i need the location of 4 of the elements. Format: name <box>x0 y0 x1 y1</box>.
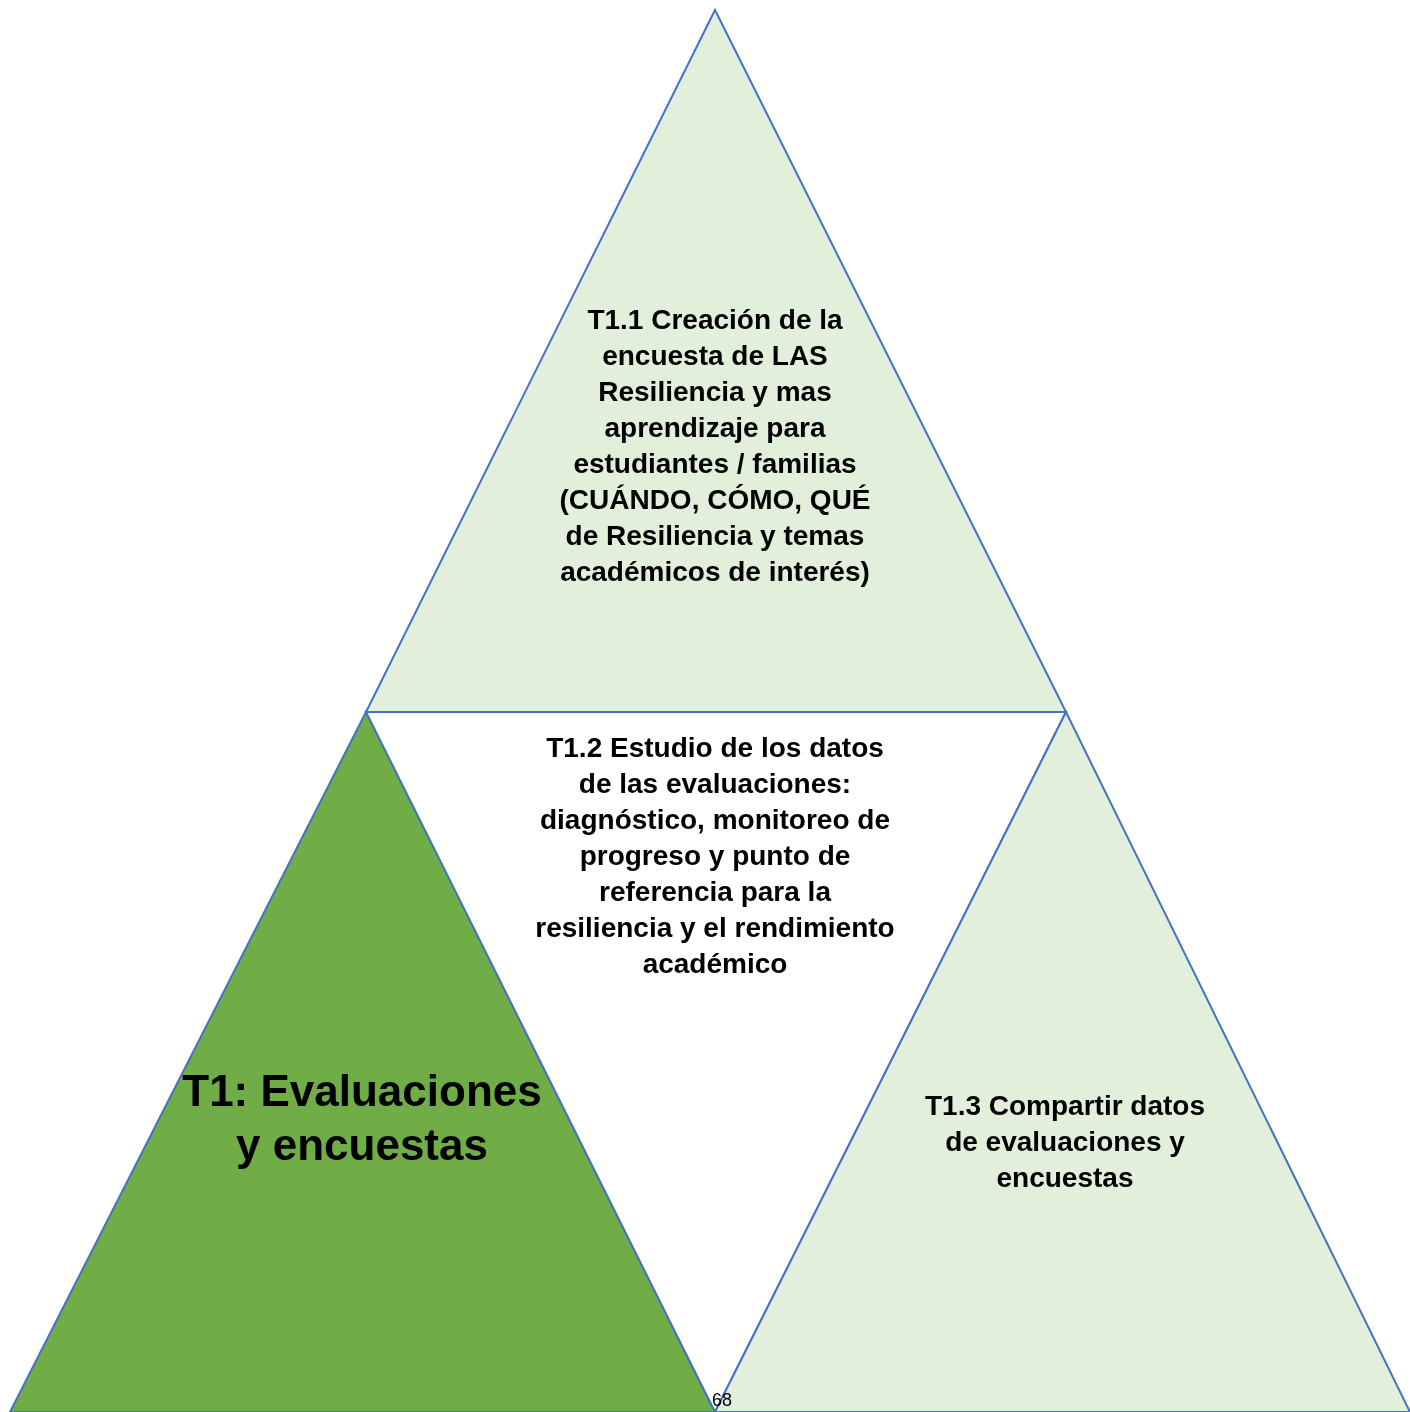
segment-text: T1: Evaluaciones y encuestas <box>182 1065 542 1171</box>
segment-text: T1.3 Compartir datos de evaluaciones y encuestas <box>923 1089 1207 1195</box>
segment-text: T1.1 Creación de la encuesta de LAS Resiliencia y mas aprendizaje para estudiantes / familias (CUÁNDO, CÓMO, QUÉ de Resiliencia y temas académicos de interés) <box>558 303 872 589</box>
segment-text: T1.2 Estudio de los datos de las evaluaciones: diagnóstico, monitoreo de progreso y punto de referencia para la resiliencia y el rendimiento académico <box>535 731 895 981</box>
